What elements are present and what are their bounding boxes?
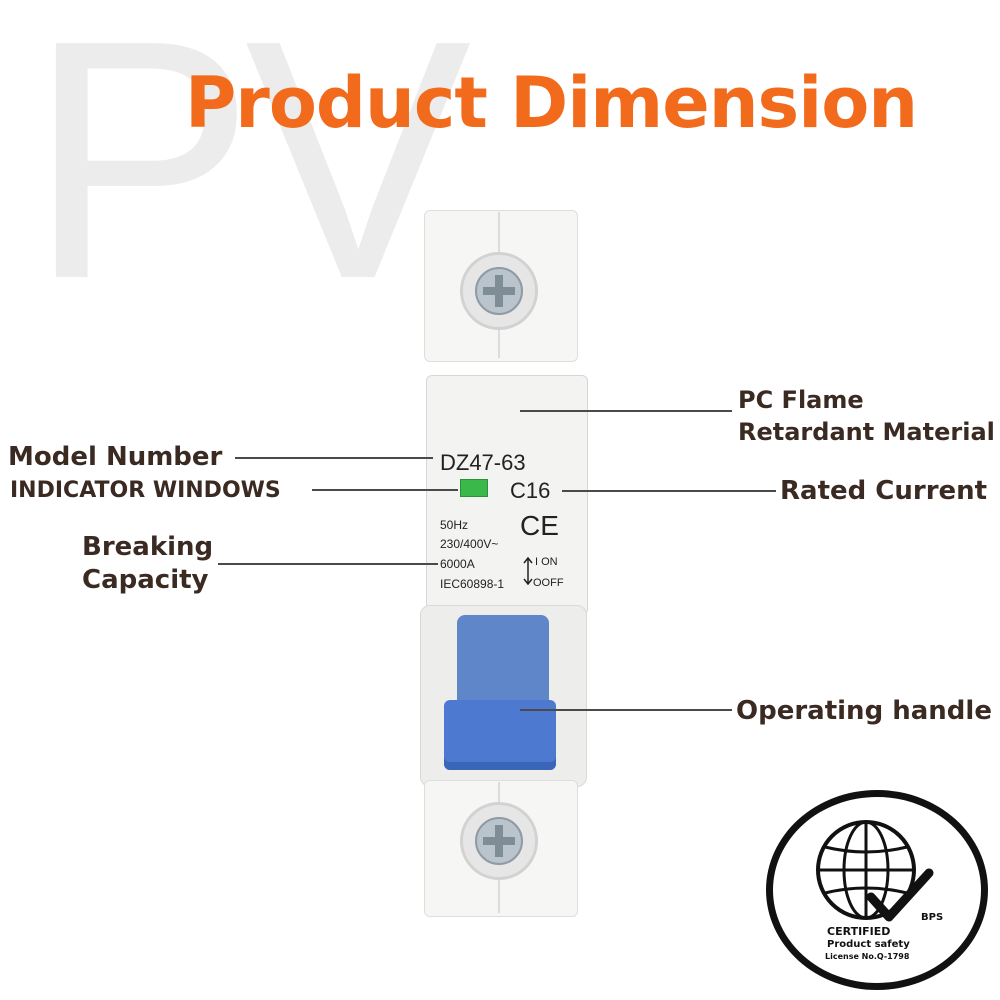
frequency-text: 50Hz bbox=[440, 518, 469, 532]
operating-handle-label: Operating handle bbox=[736, 696, 992, 726]
operating-handle-top bbox=[457, 615, 549, 715]
checkmark-icon bbox=[866, 868, 934, 922]
breaking-capacity-leader-line bbox=[218, 563, 438, 565]
voltage-text: 230/400V~ bbox=[440, 537, 499, 551]
material-label-line1: PC Flame bbox=[738, 386, 864, 414]
material-label-line2: Retardant Material bbox=[738, 418, 995, 446]
cert-line3: License No.Q-1798 bbox=[825, 952, 910, 961]
indicator-window bbox=[460, 479, 488, 497]
breaking-text: 6000A bbox=[440, 557, 475, 571]
breaking-capacity-label-line2: Capacity bbox=[82, 565, 209, 595]
model-text: DZ47-63 bbox=[440, 450, 526, 475]
bottom-screw-icon bbox=[460, 802, 538, 880]
model-number-label: Model Number bbox=[8, 442, 223, 472]
front-panel bbox=[426, 375, 588, 615]
material-leader-line bbox=[520, 410, 732, 412]
cert-brand: BPS bbox=[921, 912, 944, 923]
model-number-leader-line bbox=[235, 457, 433, 459]
watermark-text: PV bbox=[28, 0, 472, 350]
certification-badge: BPS CERTIFIED Product safety License No.… bbox=[766, 790, 988, 990]
operating-handle bbox=[444, 700, 556, 770]
ce-mark: CE bbox=[520, 510, 559, 541]
indicator-leader-line bbox=[312, 489, 458, 491]
globe-icon bbox=[816, 820, 916, 920]
breaking-capacity-label-line1: Breaking bbox=[82, 532, 214, 562]
rated-current-label: Rated Current bbox=[780, 476, 988, 506]
rated-current-leader-line bbox=[562, 490, 776, 492]
cert-line2: Product safety bbox=[827, 939, 910, 950]
cert-line1: CERTIFIED bbox=[827, 925, 891, 938]
top-screw-icon bbox=[460, 252, 538, 330]
rating-text: C16 bbox=[510, 478, 551, 503]
standard-text: IEC60898-1 bbox=[440, 577, 505, 591]
on-label: I ON bbox=[535, 556, 558, 568]
page-title: Product Dimension bbox=[185, 62, 918, 144]
top-terminal-block bbox=[424, 210, 578, 362]
on-off-arrow-icon bbox=[523, 556, 533, 586]
indicator-windows-label: INDICATOR WINDOWS bbox=[10, 478, 281, 503]
off-label: OOFF bbox=[533, 577, 564, 589]
operating-handle-leader-line bbox=[520, 709, 732, 711]
